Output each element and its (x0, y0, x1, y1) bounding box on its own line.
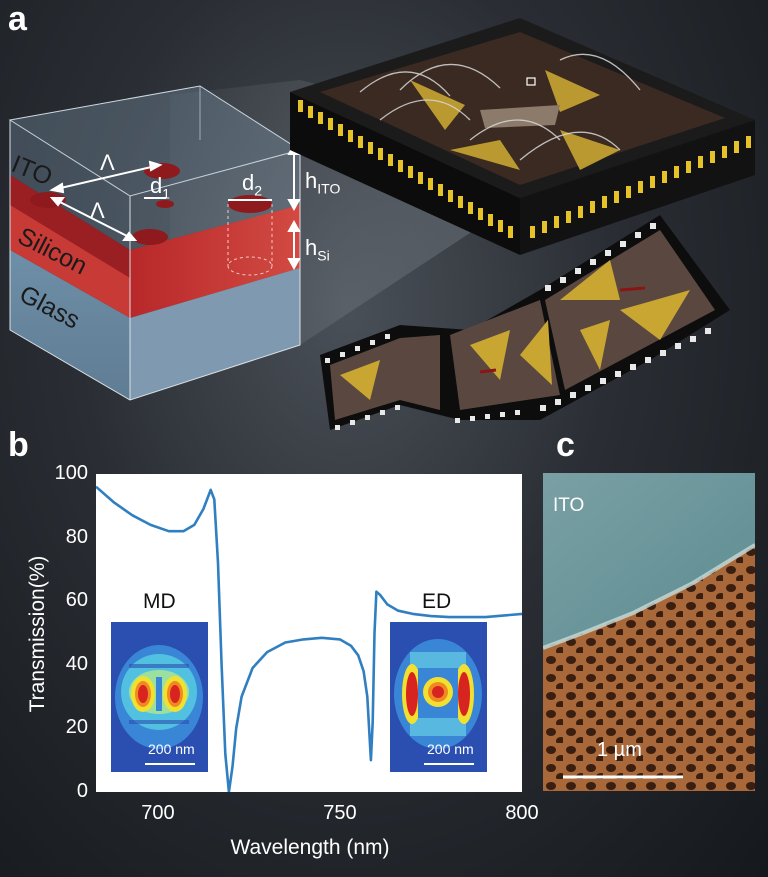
lattice-label-2: Λ (90, 198, 105, 223)
ed-scale-bar-label: 200 nm (427, 741, 474, 757)
h-ito-symbol: h (305, 168, 318, 193)
hole (132, 229, 168, 245)
film-electrode (470, 330, 510, 380)
h-si-label: hSi (305, 235, 330, 263)
chip-electrode (450, 140, 520, 170)
h-si-subscript: Si (317, 247, 330, 264)
film-electrode (580, 320, 610, 370)
film-electrode (340, 360, 380, 400)
d2-label: d2 (242, 170, 262, 198)
d1-label: d1 (150, 173, 170, 201)
chip-electrode (560, 130, 620, 170)
film-electrode (620, 290, 690, 340)
sem-image: ITO 1 µm (543, 473, 755, 791)
hole (156, 200, 174, 208)
md-label: MD (143, 590, 176, 613)
schematic-panel-a (8, 18, 755, 430)
film-electrode (520, 320, 552, 385)
x-tick-label: 700 (141, 802, 175, 824)
y-tick-label: 80 (65, 525, 88, 548)
ito-region (543, 473, 755, 648)
d2-subscript: 2 (254, 182, 263, 199)
sem-ito-label: ITO (553, 495, 585, 516)
d1-symbol: d (150, 173, 163, 198)
sem-micrograph (543, 473, 755, 791)
y-axis-title: Transmission(%) (26, 555, 49, 713)
h-si-symbol: h (305, 235, 318, 260)
panel-label-c: c (556, 426, 575, 464)
glass-layer (10, 250, 130, 400)
x-tick-label: 800 (505, 802, 539, 824)
d1-subscript: 1 (162, 185, 171, 202)
ed-inset (390, 622, 487, 772)
md-inset (111, 622, 208, 772)
md-scale-bar-label: 200 nm (148, 741, 195, 757)
h-ito-subscript: ITO (317, 180, 341, 197)
chip-electrode (545, 70, 600, 112)
y-tick-label: 0 (76, 780, 88, 802)
chip-electrode (410, 80, 465, 130)
transmission-line (96, 485, 522, 792)
x-tick-label: 750 (323, 802, 357, 824)
ed-label: ED (422, 590, 452, 613)
y-tick-label: 100 (54, 462, 88, 484)
transmission-chart (96, 485, 522, 792)
plot-area: MD ED 200 nm 200 nm (96, 474, 522, 792)
y-tick-label: 20 (65, 716, 88, 739)
sem-scale-bar-label: 1 µm (597, 739, 642, 761)
x-axis-title: Wavelength (nm) (230, 836, 390, 859)
film-electrode (560, 260, 620, 300)
lattice-label-1: Λ (100, 150, 115, 175)
d2-symbol: d (242, 170, 255, 195)
y-tick-label: 60 (65, 589, 88, 612)
panel-label-a: a (8, 0, 27, 38)
y-tick-label: 40 (65, 652, 88, 675)
panel-label-b: b (8, 426, 29, 464)
h-ito-label: hITO (305, 168, 340, 196)
